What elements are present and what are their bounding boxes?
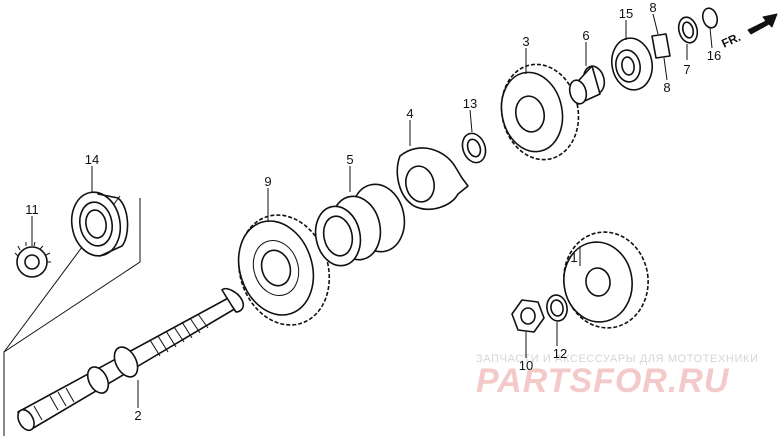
watermark: ЗАПЧАСТИ И АКСЕССУАРЫ ДЛЯ МОТОТЕХНИКИ PA… bbox=[476, 353, 758, 400]
callout-5: 5 bbox=[346, 152, 353, 167]
callout-2: 2 bbox=[134, 408, 141, 423]
bushing-6 bbox=[568, 65, 606, 105]
gear-1 bbox=[563, 231, 649, 329]
callout-6: 6 bbox=[582, 28, 589, 43]
gear-9 bbox=[237, 214, 331, 326]
nut-10 bbox=[511, 299, 545, 333]
front-direction-indicator: FR. bbox=[719, 13, 778, 51]
direction-label: FR. bbox=[719, 30, 742, 51]
callout-10: 10 bbox=[519, 358, 533, 373]
bushing-8 bbox=[651, 33, 671, 59]
bearing-14 bbox=[70, 191, 129, 257]
spring-collar-5 bbox=[314, 183, 406, 267]
washer-12 bbox=[546, 294, 568, 322]
callout-15: 15 bbox=[619, 6, 633, 21]
circlip-16 bbox=[701, 7, 719, 29]
leader-lines bbox=[31, 13, 713, 408]
callout-4: 4 bbox=[406, 106, 413, 121]
washer-7 bbox=[677, 16, 699, 44]
callout-16: 16 bbox=[707, 48, 721, 63]
gear-3 bbox=[500, 63, 580, 161]
callout-7: 7 bbox=[683, 62, 690, 77]
watermark-brand: PARTSFOR.RU bbox=[476, 362, 730, 400]
callout-8-top: 8 bbox=[649, 0, 656, 15]
direction-arrow-icon bbox=[747, 13, 778, 35]
main-shaft bbox=[17, 287, 245, 432]
bearing-15 bbox=[610, 37, 654, 91]
callout-8-bottom: 8 bbox=[663, 80, 670, 95]
callout-14: 14 bbox=[85, 152, 99, 167]
collar-4 bbox=[396, 147, 469, 210]
callout-12: 12 bbox=[553, 346, 567, 361]
locknut bbox=[14, 241, 51, 278]
callouts: 1 2 3 4 5 6 7 8 8 9 10 11 12 13 14 15 16 bbox=[25, 0, 721, 423]
callout-9: 9 bbox=[264, 174, 271, 189]
callout-1: 1 bbox=[570, 250, 577, 265]
callout-13: 13 bbox=[463, 96, 477, 111]
watermark-tagline: ЗАПЧАСТИ И АКСЕССУАРЫ ДЛЯ МОТОТЕХНИКИ bbox=[476, 353, 758, 365]
callout-3: 3 bbox=[522, 34, 529, 49]
callout-11: 11 bbox=[25, 202, 39, 217]
washer-13 bbox=[461, 132, 487, 164]
